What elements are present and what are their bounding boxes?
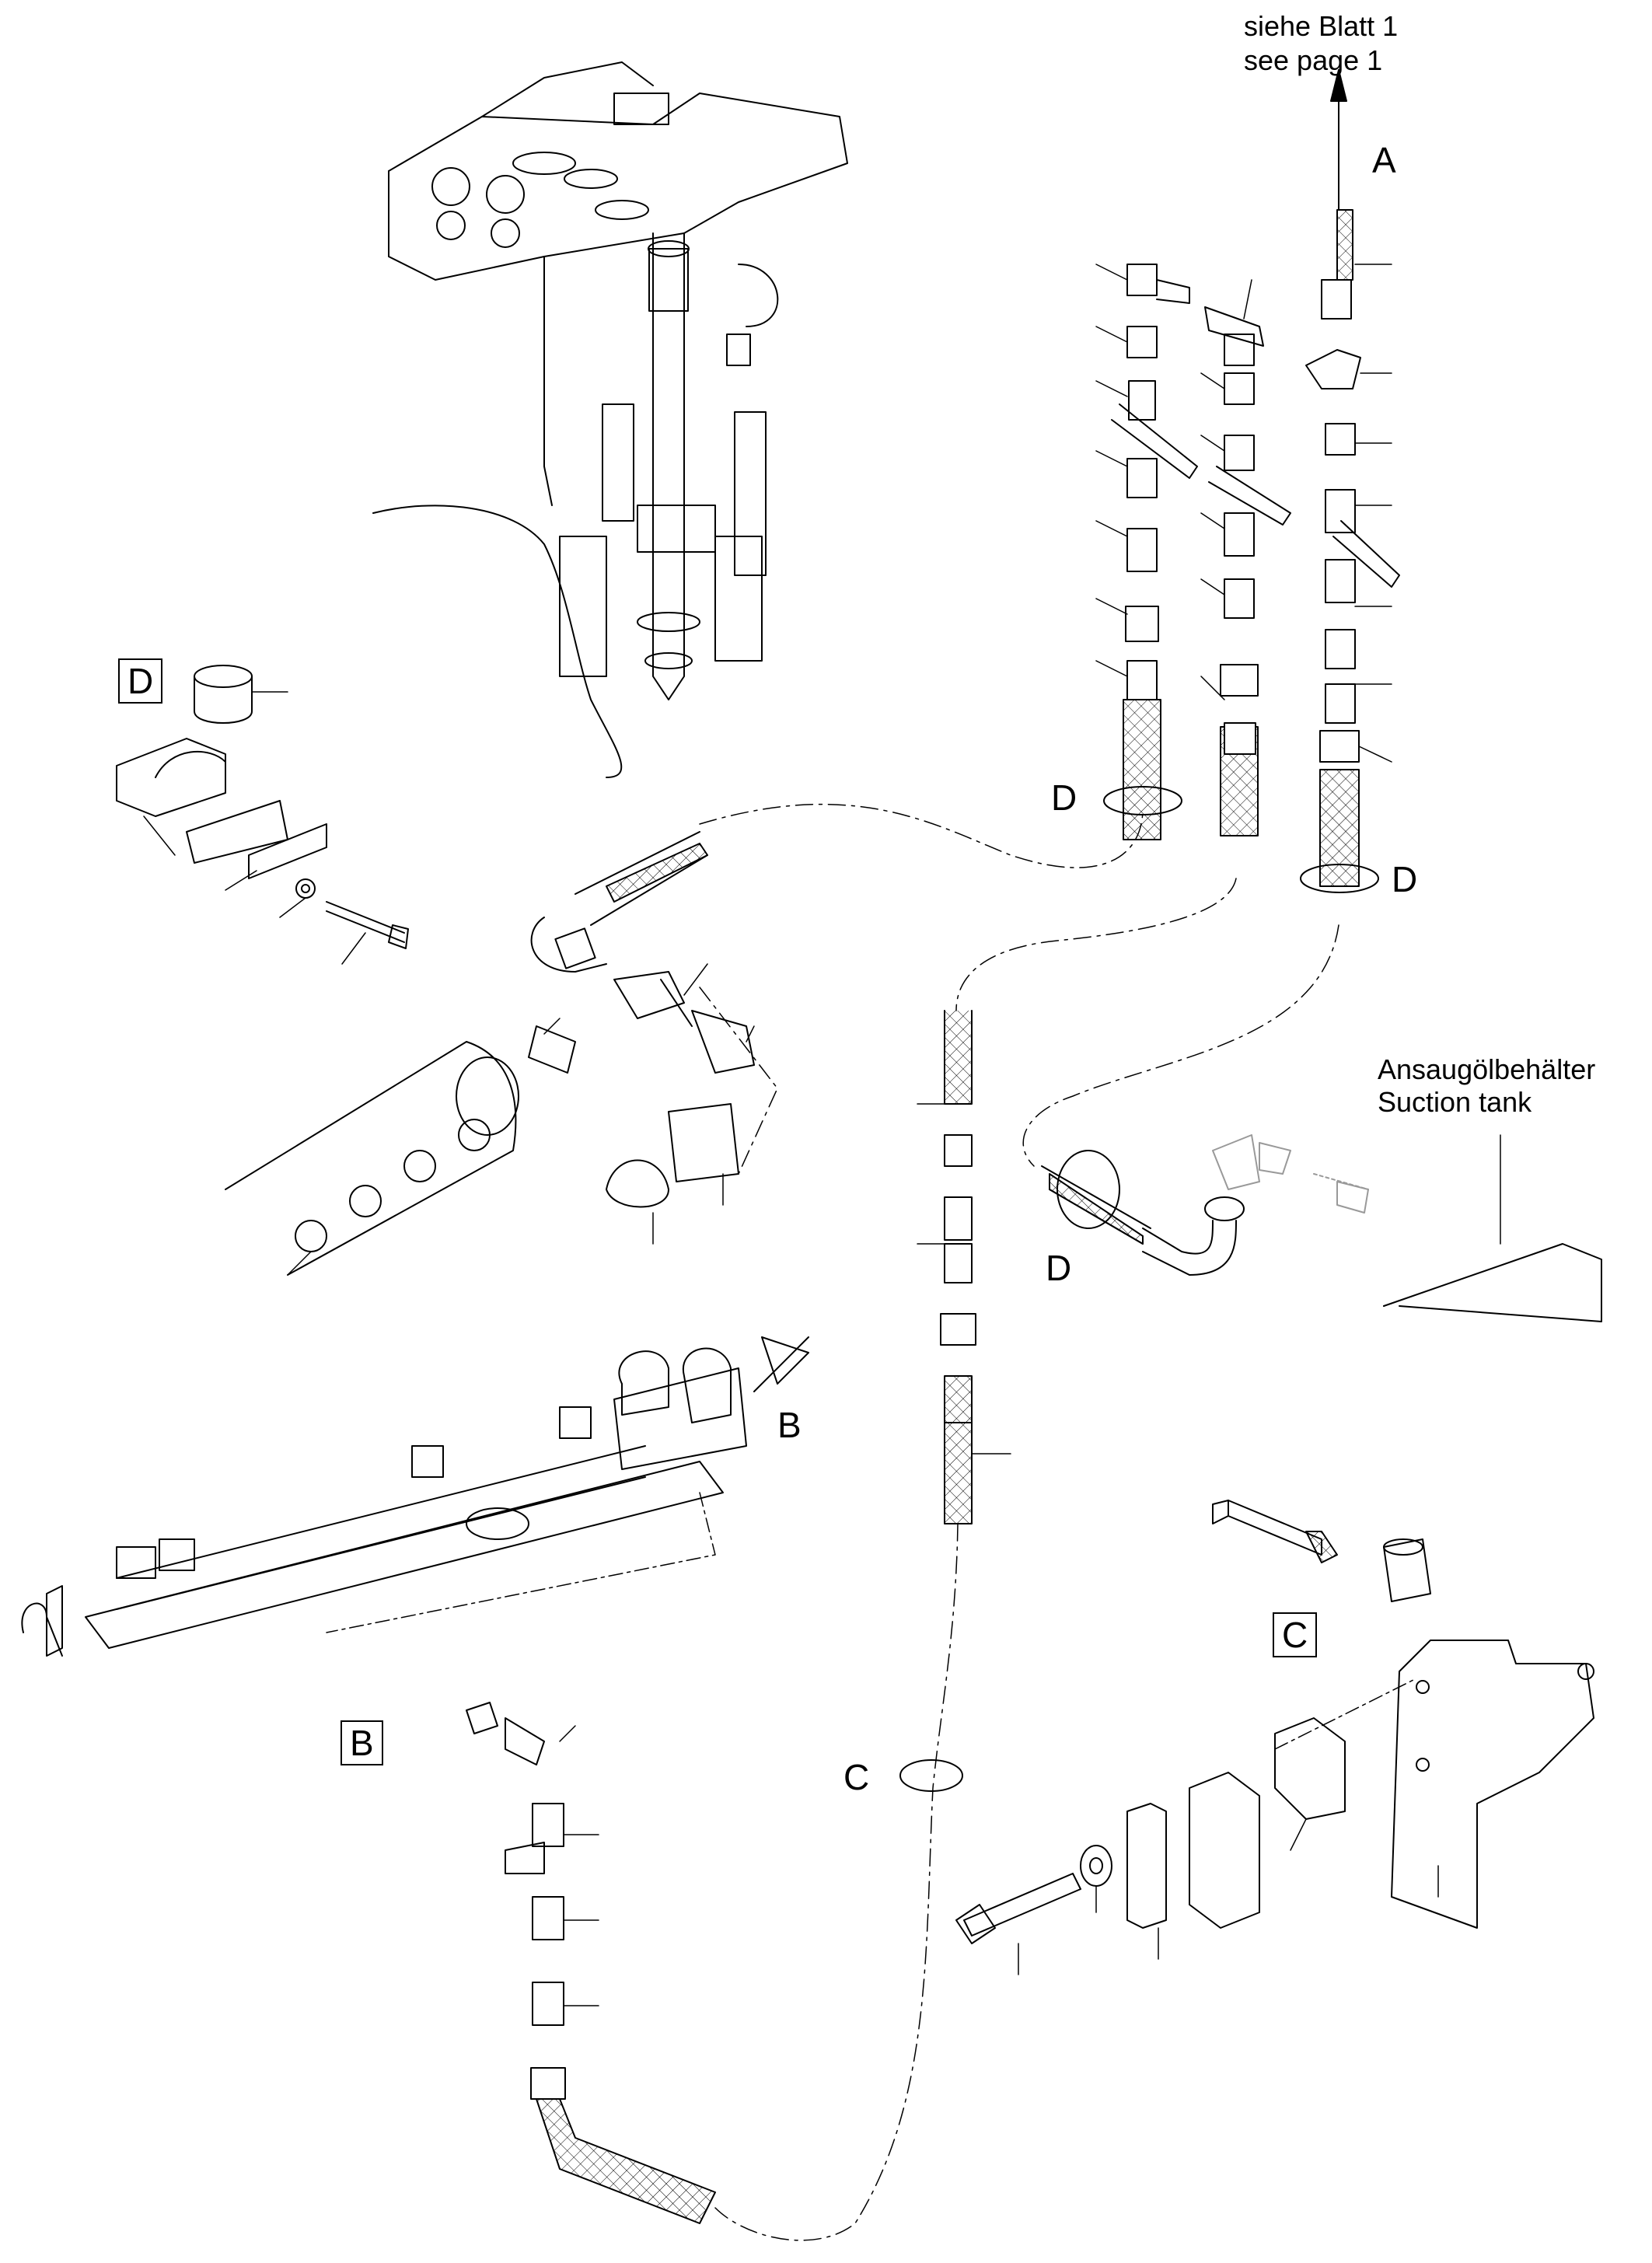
fitting-column-2 bbox=[1205, 307, 1291, 836]
rail-assembly-b bbox=[22, 1337, 809, 1656]
boxed-label-b: B bbox=[341, 1720, 383, 1765]
reference-label-en: see page 1 bbox=[1244, 44, 1383, 76]
boxed-label-c: C bbox=[1273, 1612, 1318, 1657]
clamp-assembly-d bbox=[117, 665, 408, 964]
ghost-fittings bbox=[1213, 1135, 1368, 1213]
suction-hose bbox=[1042, 1151, 1244, 1275]
fitting-column-1 bbox=[1112, 264, 1197, 840]
marker-d-right: D bbox=[1392, 859, 1418, 899]
reference-label-de: siehe Blatt 1 bbox=[1244, 10, 1399, 42]
fitting-stack-b bbox=[466, 1702, 715, 2223]
marker-b: B bbox=[777, 1405, 802, 1445]
boxed-label-d: D bbox=[118, 658, 163, 704]
c-ring bbox=[900, 1760, 962, 1791]
machine-assembly bbox=[373, 62, 847, 777]
suction-tank bbox=[1384, 1135, 1601, 1322]
tank-label-de: Ansaugölbehälter bbox=[1378, 1053, 1596, 1085]
routing-lines bbox=[700, 805, 1339, 2240]
bracket-assembly-c bbox=[956, 1500, 1594, 1975]
marker-d-bottom: D bbox=[1046, 1248, 1072, 1288]
marker-d-left: D bbox=[1051, 777, 1077, 818]
manifold-assembly bbox=[225, 832, 754, 1275]
fitting-column-3 bbox=[1306, 70, 1399, 886]
center-hose bbox=[917, 1011, 1011, 1524]
marker-a: A bbox=[1372, 140, 1396, 180]
marker-c: C bbox=[843, 1757, 870, 1797]
tank-label-en: Suction tank bbox=[1378, 1086, 1532, 1118]
leader-lines-upper-right bbox=[1096, 264, 1392, 762]
